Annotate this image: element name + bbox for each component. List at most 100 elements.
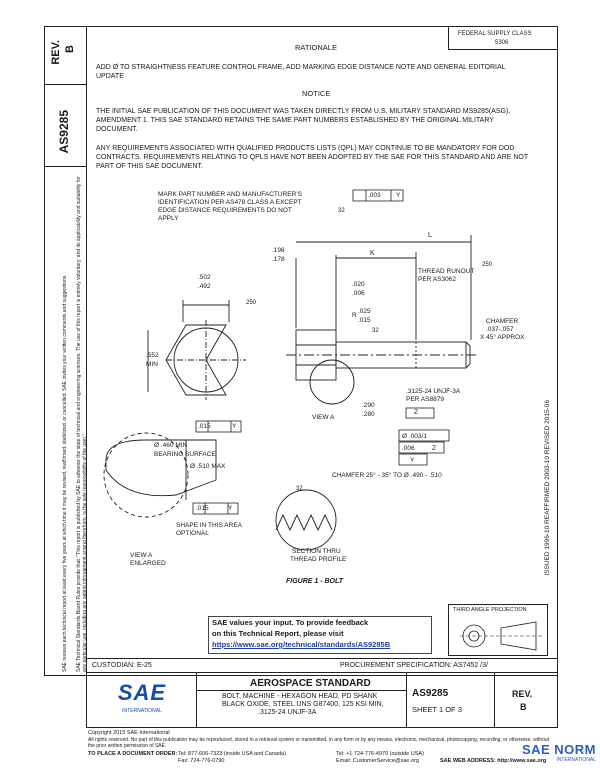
- y-datum-box: Y: [410, 457, 415, 464]
- sidebar-legal-text-2: SAE reviews each technical report at lea…: [62, 274, 68, 672]
- finish-250-right: 250: [482, 262, 493, 268]
- sae-logo-text: SAE: [117, 680, 167, 705]
- profile-015-2: .015: [196, 505, 209, 512]
- title-rev-label: REV.: [512, 689, 533, 699]
- sae-logo: SAE INTERNATIONAL: [116, 680, 168, 720]
- thread-runout-note: THREAD RUNOUT PER AS3062: [418, 268, 475, 283]
- dim-290: .290: [362, 402, 375, 409]
- straightness-datum: Y: [396, 192, 401, 199]
- rev-divider: [494, 672, 495, 728]
- sidebar-rev-label: REV.: [50, 40, 62, 65]
- position-datum-z: Z: [432, 445, 436, 452]
- footer-email: Email: CustomerService@sae.org: [336, 758, 419, 764]
- thread-spec: .3125-24 UNJF-3A: [406, 388, 461, 395]
- section-thru-1: SECTION THRU: [292, 548, 341, 555]
- dim-006: .006: [352, 290, 365, 297]
- figure-title: FIGURE 1 - BOLT: [286, 578, 344, 585]
- footer-fax: Fax: 724-776-0790: [178, 758, 225, 764]
- projection-box: [448, 604, 548, 656]
- bolt-drawing: [103, 189, 476, 551]
- rationale-text: ADD Ø TO STRAIGHTNESS FEATURE CONTROL FR…: [96, 64, 506, 80]
- title-doc-number: AS9285: [412, 688, 449, 699]
- sidebar-rev-value: B: [64, 45, 76, 53]
- hex-head-outline: [165, 324, 227, 396]
- view-a-circle: [309, 359, 355, 405]
- enlarged-view-a: [105, 439, 217, 497]
- radius-label: R: [352, 312, 357, 319]
- chamfer-note: CHAMFER 25° - 35° TO Ø .490 - .510: [332, 472, 442, 479]
- dim-025: .025: [358, 308, 371, 315]
- federal-class-value: 5306: [495, 40, 509, 46]
- chamfer-dim: .037-.057: [486, 326, 514, 333]
- section-thru-2: THREAD PROFILE: [290, 556, 347, 563]
- federal-class-label: FEDERAL SUPPLY CLASS: [458, 31, 532, 37]
- dim-015: .015: [358, 317, 371, 324]
- left-sidebar: [44, 26, 86, 676]
- custodian: CUSTODIAN: E-25: [92, 662, 152, 669]
- feedback-link[interactable]: https://www.sae.org/technical/standards/…: [212, 640, 391, 649]
- position-006: .006: [402, 445, 415, 452]
- profile-datum-y-2: Y: [228, 505, 233, 512]
- footer-order-label: TO PLACE A DOCUMENT ORDER:: [88, 751, 178, 757]
- projection-label: THIRD ANGLE PROJECTION: [453, 607, 527, 613]
- finish-32-mid: 32: [372, 328, 379, 334]
- thread-section-circle: [275, 489, 337, 551]
- feedback-line-2: on this Technical Report, please visit: [212, 629, 344, 638]
- dim-552-min: MIN: [146, 361, 158, 368]
- dim-198: .198: [272, 247, 285, 254]
- finish-32-top: 32: [338, 208, 345, 214]
- watermark-sub: INTERNATIONAL: [556, 757, 596, 763]
- thread-profile: [275, 513, 333, 532]
- footer-copyright: Copyright 2015 SAE International: [88, 730, 170, 736]
- thread-per: PER AS8879: [406, 396, 444, 403]
- footer-rights: All rights reserved. No part of this pub…: [88, 737, 550, 749]
- feedback-box: [208, 616, 432, 654]
- view-enlarged-1: VIEW A: [130, 552, 153, 559]
- sae-logo-sub: INTERNATIONAL: [122, 708, 162, 714]
- view-enlarged-2: ENLARGED: [130, 560, 166, 567]
- profile-015: .015: [198, 423, 211, 430]
- logo-divider: [196, 672, 197, 728]
- chamfer-label: CHAMFER: [486, 318, 519, 325]
- description-2: BLACK OXIDE, STEEL UNS G87400, 125 KSI M…: [222, 701, 384, 708]
- dim-020: .020: [352, 281, 365, 288]
- rationale-title: RATIONALE: [295, 43, 337, 52]
- datum-z-box: Z: [414, 409, 418, 416]
- standard-title: AEROSPACE STANDARD: [250, 678, 371, 689]
- notice-text-2: ANY REQUIREMENTS ASSOCIATED WITH QUALIFI…: [96, 145, 529, 170]
- dim-178: .178: [272, 256, 285, 263]
- footer-web: SAE WEB ADDRESS: http://www.sae.org: [440, 758, 547, 764]
- notice-text-1: THE INITIAL SAE PUBLICATION OF THIS DOCU…: [96, 108, 511, 133]
- dim-k: K: [370, 250, 375, 257]
- projection-symbol: [460, 621, 542, 651]
- watermark-text: SAE NORM: [521, 742, 596, 757]
- footer-phone-1: Tel: 877-606-7323 (inside USA and Canada…: [178, 751, 286, 757]
- main-frame: [86, 26, 558, 676]
- profile-datum-y: Y: [232, 423, 237, 430]
- description-3: .3125-24 UNJF-3A: [258, 709, 317, 716]
- bearing-surface-2: BEARING SURFACE: [154, 451, 216, 458]
- position-diameter: Ø .003/1: [402, 433, 427, 440]
- sae-norm-watermark: SAE NORM INTERNATIONAL: [486, 742, 596, 772]
- mark-note: MARK PART NUMBER AND MANUFACTURER'S IDEN…: [158, 191, 302, 222]
- sidebar-divider-2: [44, 166, 86, 167]
- bearing-max: Ø .510 MAX: [190, 463, 226, 470]
- shape-note: SHAPE IN THIS AREA OPTIONAL: [176, 522, 242, 537]
- title-block-divider-top: [86, 672, 558, 673]
- view-a-label: VIEW A: [312, 414, 335, 421]
- sidebar-divider: [44, 84, 86, 85]
- dates-vertical: ISSUED 1996-10 REAFFIRMED 2003-10 REVISE…: [544, 400, 551, 576]
- notice-title: NOTICE: [302, 89, 331, 98]
- title-rev-value: B: [520, 702, 527, 712]
- dim-492: .492: [198, 283, 211, 290]
- footer-phone-2: Tel: +1 724-776-4970 (outside USA): [336, 751, 424, 757]
- title-block: [86, 658, 558, 728]
- bearing-surface-1: Ø .460 MIN: [154, 442, 188, 449]
- description-1: BOLT, MACHINE - HEXAGON HEAD, PD SHANK: [222, 693, 378, 700]
- feedback-line-1: SAE values your input. To provide feedba…: [212, 618, 369, 627]
- dim-552: .552: [146, 352, 159, 359]
- sidebar-doc-number: AS9285: [57, 110, 71, 154]
- finish-250-left: 250: [246, 300, 257, 306]
- dim-502: .502: [198, 274, 211, 281]
- straightness-value: .003: [368, 192, 381, 199]
